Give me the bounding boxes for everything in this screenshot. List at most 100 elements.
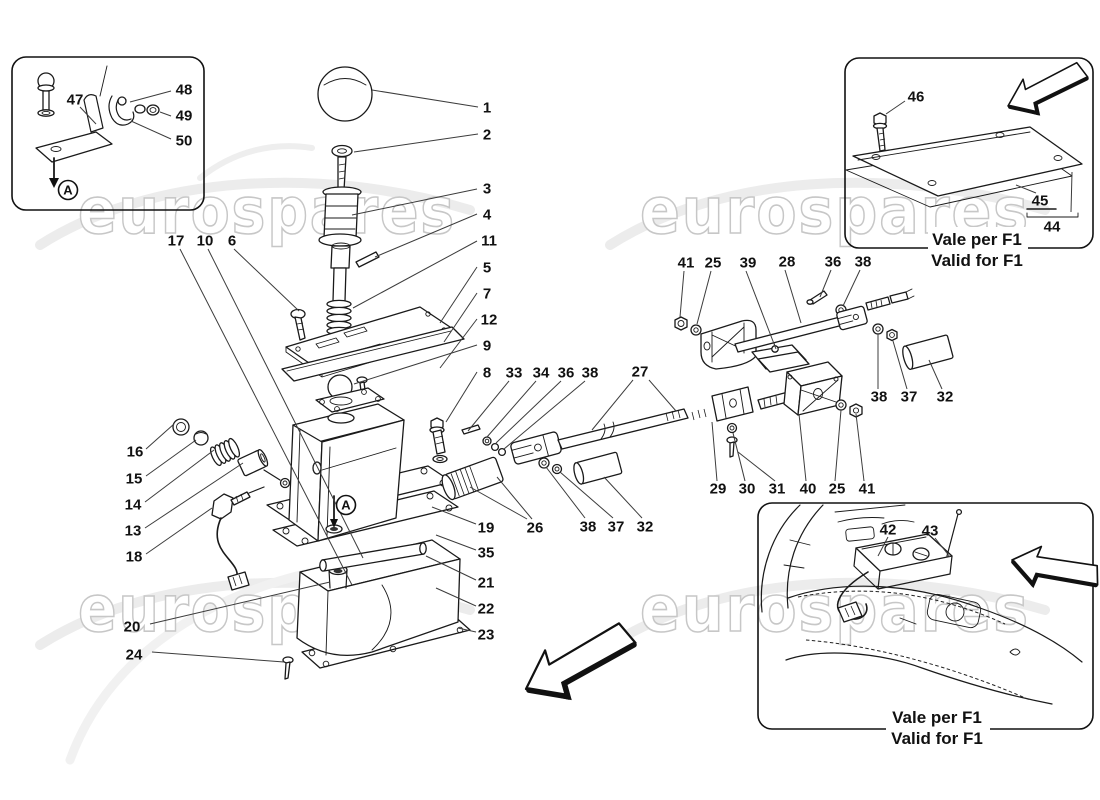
bolt-part [37,72,55,117]
inset-bottom-right: Vale per F1 Valid for F1 [757,502,1099,751]
clevis-screw [726,436,738,458]
callout-3: 3 [483,181,491,198]
view-markers: AA [57,179,357,516]
universal-joint [510,431,562,465]
callout-30: 30 [739,481,756,498]
watermark-text: eurospares [78,175,456,249]
right-linkage [674,288,954,458]
selector-lever [751,339,810,373]
cover-screw [282,656,294,680]
lever-shaft [332,267,347,302]
callout-50: 50 [176,133,193,150]
callout-35: 35 [478,545,495,562]
caption-bg [928,227,1028,271]
taper-pin [806,290,828,305]
callout-42: 42 [880,522,897,539]
bracket-44 [1026,212,1079,218]
arrow-sw [1007,61,1089,116]
bushing-13 [237,449,269,477]
washer [726,422,738,434]
arrow-sw-large [524,622,637,701]
steering-wheel [760,504,824,613]
callout-17: 17 [168,233,185,250]
gear-knob [317,66,373,122]
caption-valid-for-f1: Valid for F1 [931,251,1023,270]
inset-top-left-border [11,56,205,211]
control-rod [557,408,689,450]
callout-49: 49 [176,108,193,125]
lower-clevis [691,386,754,458]
console-body [785,585,1083,705]
knob-ring [331,144,353,158]
callout-14: 14 [125,497,142,514]
callout-36: 36 [558,365,575,382]
watermark-text: eurospares [640,573,1030,647]
end-cap [193,430,209,446]
callout-19: 19 [478,520,495,537]
callout-37: 37 [901,389,918,406]
callout-26: 26 [527,520,544,537]
callout-41: 41 [678,255,695,272]
pin [461,424,481,435]
callout-47: 47 [67,92,84,109]
watermarks: eurospares eurospares eurospares eurospa… [77,174,1030,648]
cover-bolt [872,112,888,152]
caption-vale-per-f1: Vale per F1 [932,230,1022,249]
callout-4: 4 [483,207,492,224]
antenna-rod [946,513,959,557]
spring [209,437,241,467]
down-arrow [49,157,59,188]
cylinder-bushing [573,451,623,485]
splined-bushing [441,456,504,501]
callout-15: 15 [126,471,143,488]
gate-screw [290,308,306,341]
svg-text:A: A [63,183,73,198]
gate-gasket [281,326,465,382]
callout-1: 1 [483,100,491,117]
washer [490,442,500,452]
callout-38: 38 [582,365,599,382]
callout-5: 5 [483,260,491,277]
callout-32: 32 [637,519,654,536]
shifter-assembly [281,66,465,400]
callout-18: 18 [126,549,143,566]
callout-2: 2 [483,127,491,144]
callout-6: 6 [228,233,236,250]
callout-34: 34 [533,365,550,382]
flange-bolt [429,417,448,464]
nut [849,403,863,418]
callout-12: 12 [481,312,498,329]
callout-36: 36 [825,254,842,271]
callout-25: 25 [705,255,722,272]
callout-27: 27 [632,364,649,381]
snap-ring [172,418,190,436]
callout-25: 25 [829,481,846,498]
callout-31: 31 [769,481,786,498]
callout-10: 10 [197,233,214,250]
callout-41: 41 [859,481,876,498]
callout-37: 37 [608,519,625,536]
callout-46: 46 [908,89,925,106]
callout-23: 23 [478,627,495,644]
left-parts [172,418,291,591]
upper-joint [836,305,868,331]
callout-38: 38 [855,254,872,271]
washer [497,447,507,457]
cover-plate [852,126,1083,197]
callout-11: 11 [481,233,497,250]
washer [690,324,702,336]
clamp-part [108,95,160,126]
svg-text:A: A [341,498,351,513]
selector-block [783,361,843,416]
splined-tip [865,288,915,311]
callout-13: 13 [125,523,142,540]
roll-pin [355,251,380,268]
switch-sensor [211,486,265,591]
bracket-part [35,65,113,163]
callout-43: 43 [922,523,939,540]
cylinder-bushing [902,334,954,370]
callout-33: 33 [506,365,523,382]
pivot-rod [319,542,427,572]
nut [551,463,563,475]
